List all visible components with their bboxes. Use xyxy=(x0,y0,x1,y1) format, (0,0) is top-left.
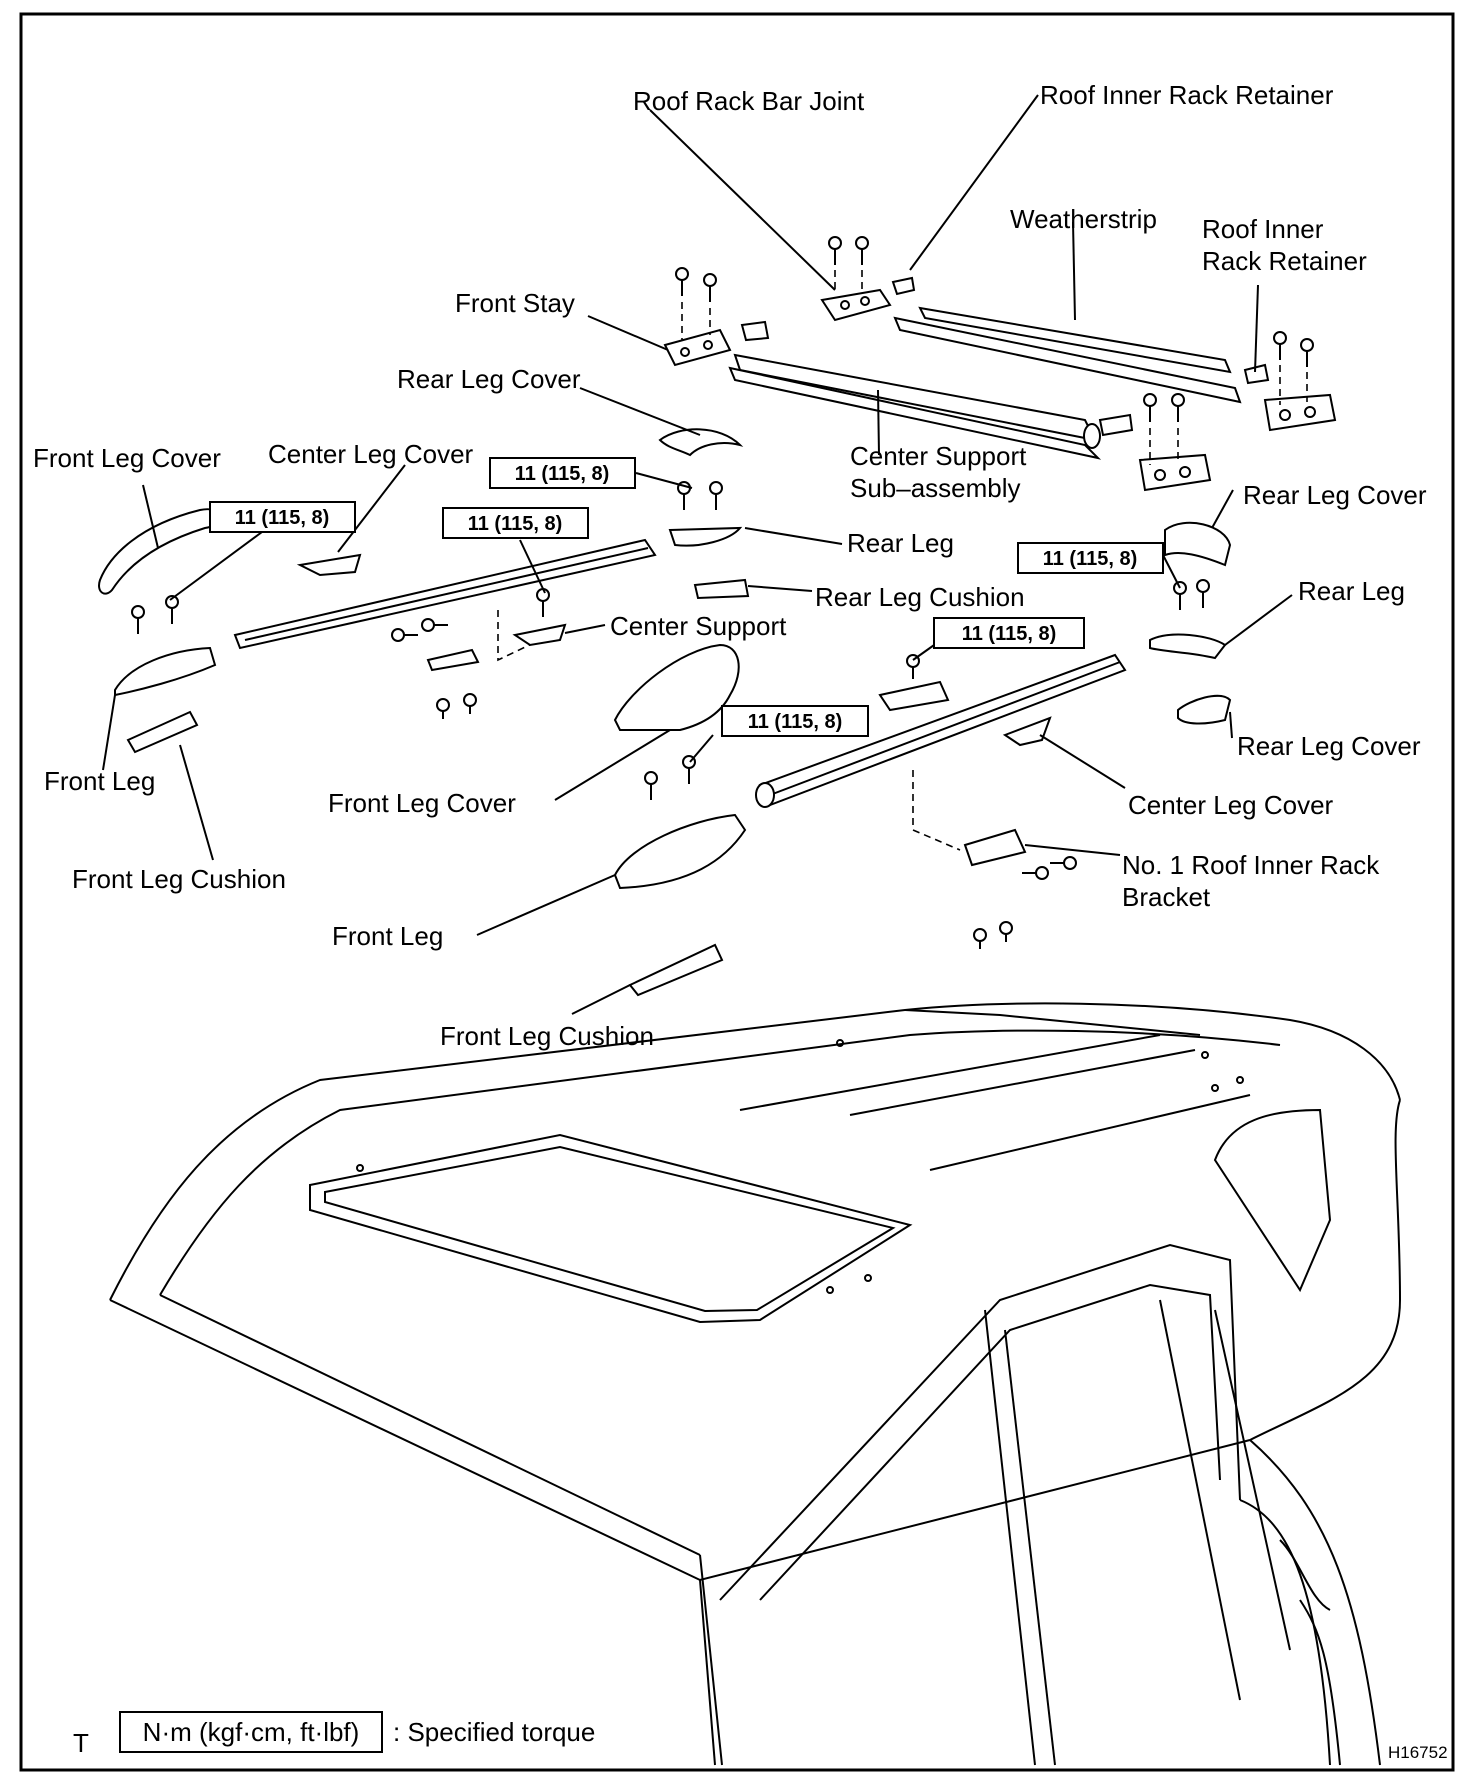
torque-value: 11 (115, 8) xyxy=(515,463,610,485)
legend-description: : Specified torque xyxy=(393,1717,595,1747)
torque-value: 11 (115, 8) xyxy=(468,513,563,535)
front-leg-cushion-right-part xyxy=(628,943,724,997)
front-leg-cover-left-part xyxy=(98,508,221,595)
torque-value: 11 (115, 8) xyxy=(748,711,843,733)
center-support-sub-assembly-part xyxy=(728,353,1102,460)
torque-value: 11 (115, 8) xyxy=(1043,548,1138,570)
rear-leg-cover-top-part xyxy=(658,428,744,457)
label-roof-inner-rack-retainer-right: Rack Retainer xyxy=(1202,246,1367,276)
label-front-stay: Front Stay xyxy=(455,288,575,318)
label-front-leg: Front Leg xyxy=(332,921,443,951)
rear-leg-cover-lower-right-part xyxy=(1177,694,1232,725)
label-front-leg-cover: Front Leg Cover xyxy=(33,443,221,473)
rear-retainer-assembly-part xyxy=(1098,363,1337,437)
center-support-bracket-part xyxy=(1138,453,1212,492)
corner-letter: T xyxy=(73,1728,89,1758)
label-front-leg: Front Leg xyxy=(44,766,155,796)
label-center-support-sub-assembly: Center Support xyxy=(850,441,1027,471)
front-stay-part xyxy=(663,320,770,367)
torque-value: 11 (115, 8) xyxy=(235,507,330,529)
center-support-left-clip-part xyxy=(512,623,567,647)
front-leg-cushion-left-part xyxy=(126,710,199,754)
part-labels: Roof Rack Bar Joint Roof Inner Rack Reta… xyxy=(33,80,1427,1051)
label-front-leg-cushion: Front Leg Cushion xyxy=(440,1021,654,1051)
label-rear-leg: Rear Leg xyxy=(1298,576,1405,606)
no1-roof-inner-rack-bracket-part xyxy=(963,828,1027,867)
figure-code: H16752 xyxy=(1388,1743,1448,1762)
label-weatherstrip: Weatherstrip xyxy=(1010,204,1157,234)
rear-leg-cushion-part xyxy=(693,578,750,600)
label-roof-inner-rack-retainer: Roof Inner Rack Retainer xyxy=(1040,80,1334,110)
rear-leg-cover-right-part xyxy=(1164,521,1232,567)
install-lines xyxy=(497,270,1308,851)
leader-lines xyxy=(102,94,1293,1015)
label-rear-leg-cushion: Rear Leg Cushion xyxy=(815,582,1025,612)
center-support-left-part xyxy=(426,648,480,672)
screws xyxy=(131,236,1314,949)
center-leg-cover-left-part xyxy=(296,553,362,577)
rear-leg-mid-part xyxy=(668,526,743,547)
label-center-support-sub-assembly: Sub–assembly xyxy=(850,473,1021,503)
label-no1-roof-inner-rack-bracket: Bracket xyxy=(1122,882,1211,912)
label-roof-rack-bar-joint: Roof Rack Bar Joint xyxy=(633,86,865,116)
label-roof-inner-rack-retainer-right: Roof Inner xyxy=(1202,214,1324,244)
torque-spec-boxes: 11 (115, 8) 11 (115, 8) 11 (115, 8) 11 (… xyxy=(209,457,1164,737)
diagram-frame xyxy=(19,12,1455,1772)
label-center-leg-cover: Center Leg Cover xyxy=(1128,790,1334,820)
center-support-right-part xyxy=(878,680,950,712)
front-leg-left-part xyxy=(114,646,217,697)
legend-unit-box: N·m (kgf·cm, ft·lbf) xyxy=(143,1717,360,1747)
label-no1-roof-inner-rack-bracket: No. 1 Roof Inner Rack xyxy=(1122,850,1380,880)
center-leg-cover-right-part xyxy=(1002,716,1052,747)
label-front-leg-cushion: Front Leg Cushion xyxy=(72,864,286,894)
label-rear-leg-cover: Rear Leg Cover xyxy=(397,364,581,394)
rear-leg-right-part xyxy=(1149,633,1227,660)
label-center-leg-cover: Center Leg Cover xyxy=(268,439,474,469)
vehicle-roof-illustration xyxy=(109,1002,1402,1766)
torque-legend: T N·m (kgf·cm, ft·lbf) : Specified torqu… xyxy=(73,1711,1448,1762)
label-center-support: Center Support xyxy=(610,611,787,641)
weatherstrip-part xyxy=(893,306,1242,404)
label-front-leg-cover: Front Leg Cover xyxy=(328,788,516,818)
torque-value: 11 (115, 8) xyxy=(962,623,1057,645)
front-leg-cover-right-part xyxy=(613,643,740,731)
label-rear-leg-cover: Rear Leg Cover xyxy=(1243,480,1427,510)
right-roof-rail-part xyxy=(755,653,1127,808)
label-rear-leg-cover: Rear Leg Cover xyxy=(1237,731,1421,761)
left-roof-rail-part xyxy=(233,538,657,650)
label-rear-leg: Rear Leg xyxy=(847,528,954,558)
roof-rack-bar-joint-part xyxy=(820,276,916,322)
front-leg-right-part xyxy=(613,813,747,890)
